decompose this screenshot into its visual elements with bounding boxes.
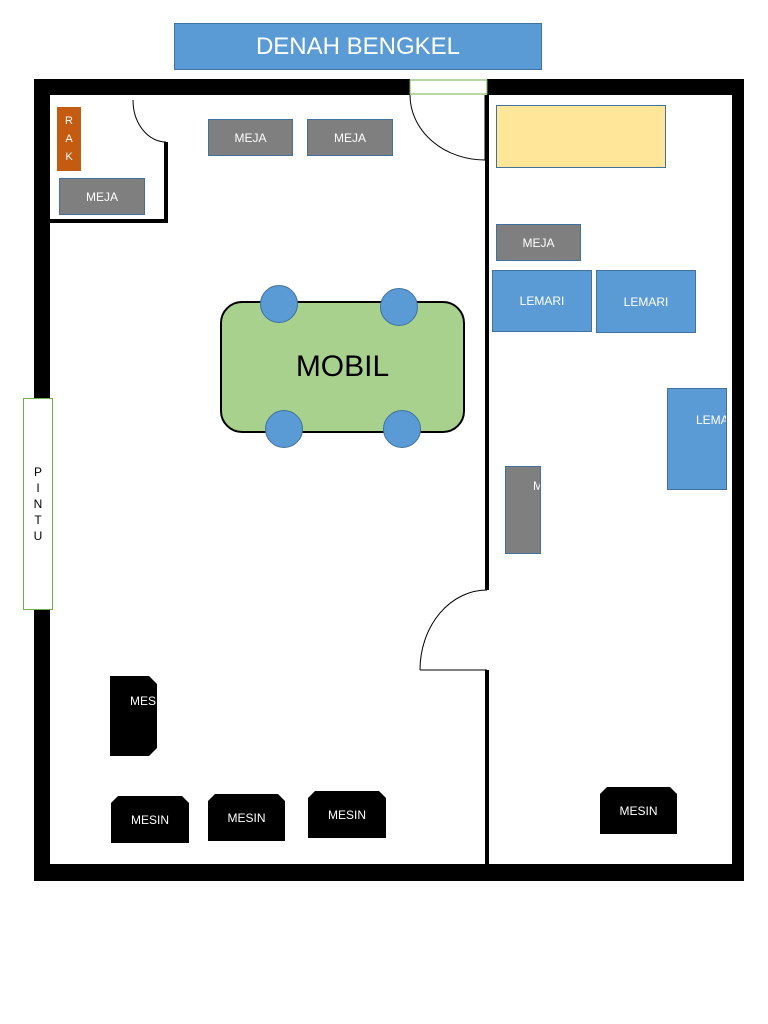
partition-wall-upper [485,95,489,590]
machine-label: MESIN [130,812,169,827]
table-top-1: MEJA [208,119,293,156]
top-door-frame [409,79,488,95]
cabinet-2: LEMARI [596,270,696,333]
small-room-wall-bottom [50,219,168,223]
car-label: MOBIL [295,350,390,383]
table-right-room: MEJA [496,224,581,261]
machine-right-room: MESIN [600,787,677,834]
door-letter: N [33,497,43,511]
rack-letter: K [65,151,73,163]
rack-letter: R [65,115,73,127]
door-letter: T [34,513,42,527]
car: MOBIL [220,301,465,433]
rack: R A K [57,107,81,171]
machine-vertical: MES [110,676,157,756]
outer-wall-top-right [487,79,744,95]
outer-wall-right [732,79,744,881]
main-door: P I N T U [23,398,53,610]
machine-label: MESIN [327,807,366,822]
door-letter: P [33,465,42,479]
rack-letter: A [65,133,73,145]
cabinet-label: LEMARI [519,294,565,308]
counter [496,105,666,168]
machine-bottom-3: MESIN [308,791,386,838]
car-wheel-rear-left [265,410,303,448]
cabinet-label: LEMARI [623,294,669,309]
partition-wall-lower [485,670,489,864]
table-small-room: MEJA [59,178,145,215]
table-top-2: MEJA [307,119,393,156]
table-label: MEJA [234,130,267,145]
table-label: M [533,479,540,493]
cabinet-3: LEMARI [667,388,727,490]
outer-wall-bottom [34,864,744,881]
door-letter: I [36,481,40,495]
table-label: MEJA [522,235,555,250]
small-room-wall-right [164,142,168,223]
table-label: MEJA [85,189,118,204]
outer-wall-left-upper [34,79,50,399]
top-door-swing [409,94,486,161]
machine-label: MESIN [227,810,266,825]
car-wheel-rear-right [383,410,421,448]
partition-door-swing [419,589,488,671]
machine-label: MES [130,694,157,708]
cabinet-1: LEMARI [492,270,592,332]
machine-bottom-2: MESIN [208,794,285,841]
door-letter: U [33,529,43,543]
table-label: MEJA [333,130,366,145]
cabinet-label: LEMARI [696,413,726,427]
machine-label: MESIN [619,803,658,818]
car-wheel-front-left [260,285,298,323]
outer-wall-top-left [34,79,410,95]
plan-title: DENAH BENGKEL [174,23,542,70]
car-wheel-front-right [380,288,418,326]
small-room-door-swing [132,99,167,143]
outer-wall-left-lower [34,609,50,881]
table-right-room-vertical: M [505,466,541,554]
machine-bottom-1: MESIN [111,796,189,843]
